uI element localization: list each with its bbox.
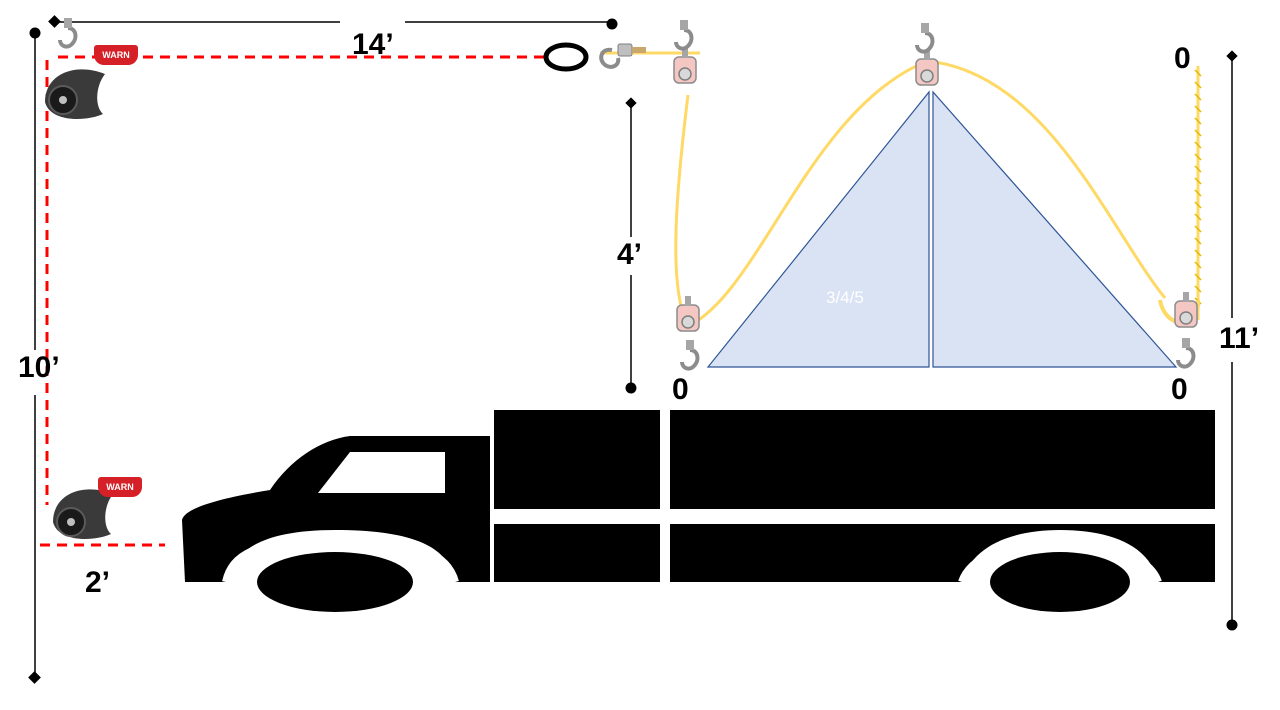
snatch-block-icon: [53, 489, 113, 539]
zero-marker-bottom-left: 0: [672, 373, 689, 406]
dimension-label-top: 14’: [352, 28, 394, 61]
warn-logo-top: WARN: [94, 45, 138, 65]
hook-icon: [915, 21, 935, 54]
triangle-label: 3/4/5: [826, 288, 864, 307]
truck-icon: [182, 410, 1215, 612]
dimension-label-right: 11’: [1219, 322, 1260, 355]
zero-marker-top-right: 0: [1174, 42, 1191, 75]
dimension-right: [1226, 50, 1238, 631]
guide-lines: [40, 55, 545, 547]
snatch-block-icon: [45, 69, 105, 119]
hook-icon: [674, 18, 694, 51]
hook-icon: [680, 338, 700, 371]
triangle-345: [706, 90, 1178, 368]
shackle-ring-icon: [543, 42, 589, 72]
dimension-label-bottom: 2’: [85, 566, 111, 599]
dimension-top: [48, 15, 618, 30]
zero-marker-bottom-right: 0: [1171, 373, 1188, 406]
dimension-label-mid: 4’: [617, 238, 643, 271]
pulley-icon: [915, 49, 939, 86]
rope-coil: [1194, 69, 1202, 305]
dimension-label-left: 10’: [18, 351, 60, 384]
pulley-icon: [1174, 291, 1198, 328]
hook-icon: [599, 43, 646, 69]
warn-logo-bottom: WARN: [98, 477, 142, 497]
hook-icon: [1176, 336, 1196, 369]
